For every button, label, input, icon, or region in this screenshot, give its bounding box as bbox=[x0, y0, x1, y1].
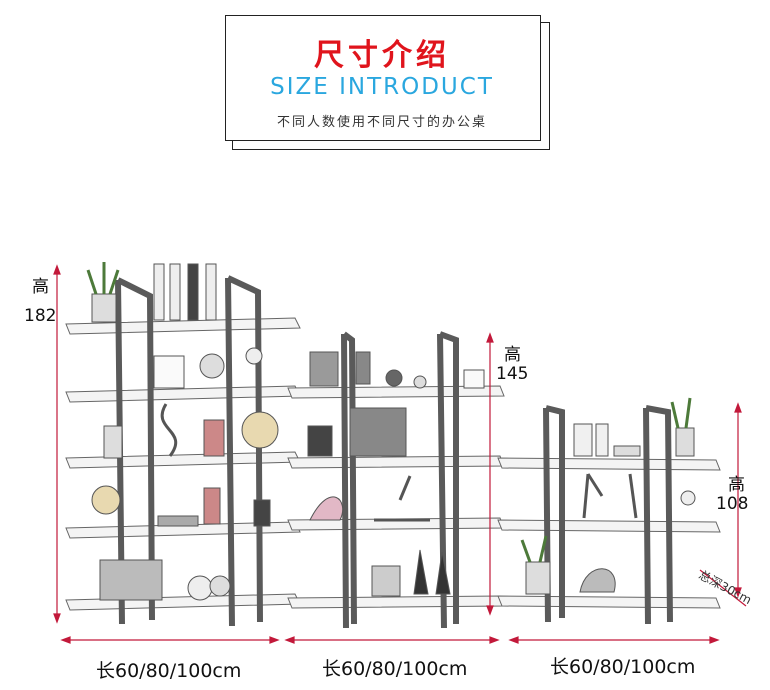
title-cn: 尺寸介绍 bbox=[314, 38, 450, 73]
title-en: SIZE INTRODUCT bbox=[270, 74, 494, 100]
height-label-left: 高 bbox=[32, 277, 49, 297]
length-label-middle: 长60/80/100cm bbox=[322, 658, 468, 680]
header-frame bbox=[225, 15, 541, 141]
height-value-left: 182 bbox=[24, 306, 57, 326]
length-label-right: 长60/80/100cm bbox=[550, 656, 696, 678]
dimension-lines bbox=[53, 264, 747, 644]
height-label-middle: 高 bbox=[504, 345, 521, 365]
length-label-left: 长60/80/100cm bbox=[96, 660, 242, 682]
height-label-right: 高 bbox=[728, 475, 745, 495]
subtitle: 不同人数使用不同尺寸的办公桌 bbox=[276, 115, 487, 130]
height-value-middle: 145 bbox=[496, 364, 529, 384]
decor-items bbox=[86, 262, 696, 601]
shelf-unit-right bbox=[497, 457, 721, 609]
height-value-right: 108 bbox=[716, 494, 749, 514]
